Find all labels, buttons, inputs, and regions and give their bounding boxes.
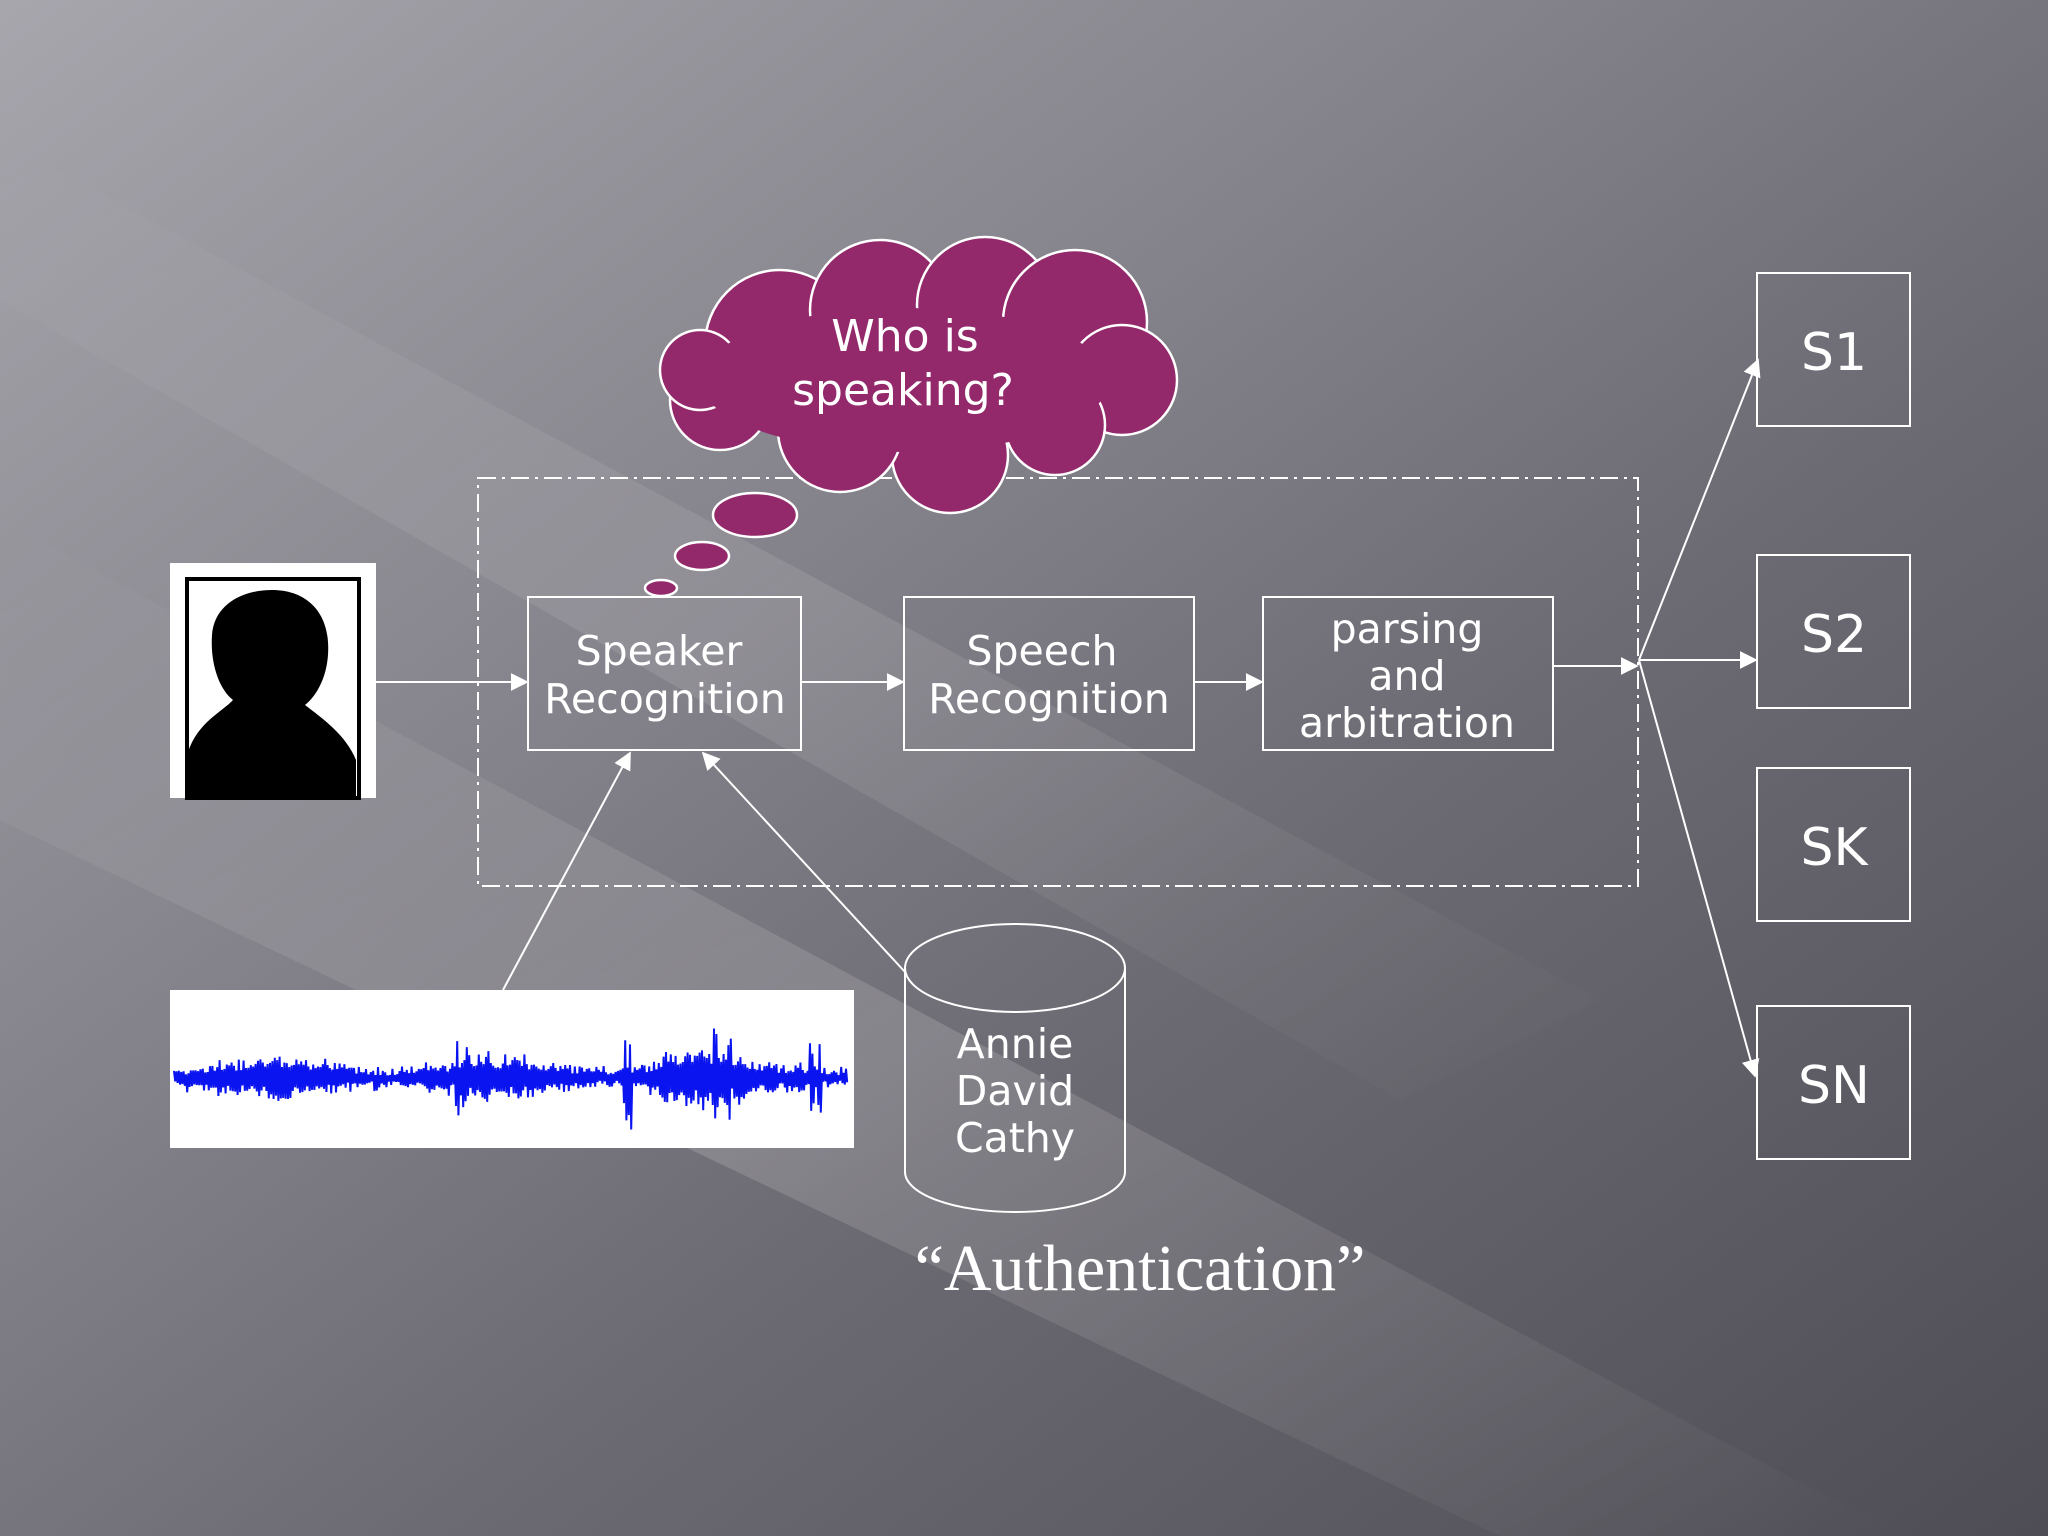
output-label-sk: SK: [1800, 818, 1869, 878]
connector-arrows: [376, 358, 1761, 1078]
parsing-line3: arbitration: [1299, 699, 1515, 747]
system-boundary: [477, 477, 1639, 887]
speaker-recognition-line2: Recognition: [544, 675, 785, 723]
parsing-line2: and: [1368, 652, 1445, 700]
speech-recognition-line1: Speech: [966, 627, 1117, 675]
output-box-sk: SK: [1756, 767, 1911, 922]
database-name-1: Annie: [957, 1020, 1074, 1068]
parsing-line1: parsing: [1331, 605, 1484, 653]
thought-bubble-line2: speaking?: [792, 365, 1014, 416]
arrow-hub-to-s1: [1638, 358, 1761, 661]
output-box-sn: SN: [1756, 1005, 1911, 1160]
output-label-s1: S1: [1801, 323, 1867, 383]
output-label-sn: SN: [1798, 1056, 1870, 1116]
speaker-recognition-box: Speaker Recognition: [527, 596, 802, 751]
speech-recognition-line2: Recognition: [928, 675, 1169, 723]
arrow-waveform-to-speaker: [502, 751, 631, 991]
thought-bubble: Who is speaking?: [643, 235, 1179, 598]
speaker-recognition-line1: Speaker: [576, 627, 743, 675]
parsing-arbitration-box: parsing and arbitration: [1262, 596, 1554, 751]
background-light-streak: [0, 520, 1900, 1536]
arrow-database-to-speaker: [701, 751, 906, 973]
output-box-s2: S2: [1756, 554, 1911, 709]
output-box-s1: S1: [1756, 272, 1911, 427]
audio-waveform-icon: [170, 990, 854, 1148]
person-silhouette-icon: [170, 563, 376, 800]
database-name-3: Cathy: [955, 1114, 1075, 1162]
authentication-caption: “Authentication”: [915, 1232, 1366, 1305]
speaker-database: Annie David Cathy: [904, 923, 1126, 1213]
output-label-s2: S2: [1801, 605, 1867, 665]
waveform-trace: [173, 1028, 849, 1130]
thought-bubble-line1: Who is: [831, 311, 978, 362]
arrow-hub-to-sn: [1638, 659, 1760, 1078]
database-name-2: David: [956, 1067, 1074, 1115]
